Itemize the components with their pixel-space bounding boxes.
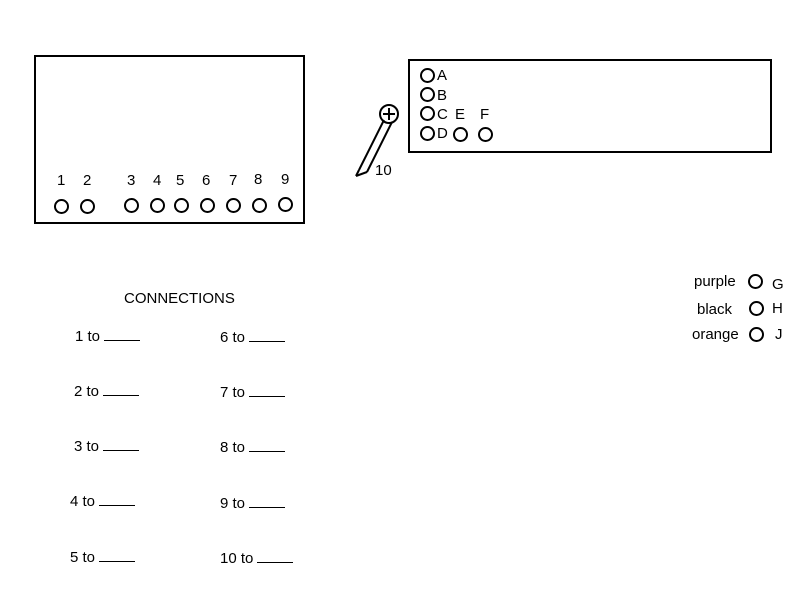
connection-answer-6[interactable] (249, 329, 286, 342)
terminal-label-a: A (437, 67, 448, 84)
connection-row-1: 1 to (75, 328, 141, 345)
terminal-label-4: 4 (153, 172, 162, 189)
terminal-b-circle[interactable] (420, 87, 435, 102)
connection-row-6: 6 to (220, 329, 286, 346)
connection-answer-4[interactable] (99, 493, 136, 506)
probe-label: 10 (375, 162, 392, 179)
terminal-label-9: 9 (281, 171, 290, 188)
connection-row-2: 2 to (74, 383, 140, 400)
connection-row-4: 4 to (70, 493, 136, 510)
terminal-8-circle[interactable] (252, 198, 267, 213)
terminal-c-circle[interactable] (420, 106, 435, 121)
probe-icon[interactable] (355, 104, 399, 177)
terminal-label-c: C (437, 106, 448, 123)
connection-row-9: 9 to (220, 495, 286, 512)
terminal-1-circle[interactable] (54, 199, 69, 214)
connection-label-7: 7 to (220, 384, 246, 401)
terminal-3-circle[interactable] (124, 198, 139, 213)
connection-label-9: 9 to (220, 495, 246, 512)
terminal-g-circle[interactable] (748, 274, 763, 289)
connection-answer-9[interactable] (249, 495, 286, 508)
connection-row-3: 3 to (74, 438, 140, 455)
terminal-label-7: 7 (229, 172, 238, 189)
terminal-a-circle[interactable] (420, 68, 435, 83)
terminal-label-g: G (772, 276, 784, 293)
terminal-label-h: H (772, 300, 783, 317)
connection-label-3: 3 to (74, 438, 100, 455)
connection-label-6: 6 to (220, 329, 246, 346)
terminal-label-e: E (455, 106, 466, 123)
terminal-7-circle[interactable] (226, 198, 241, 213)
terminal-label-2: 2 (83, 172, 92, 189)
terminal-label-3: 3 (127, 172, 136, 189)
connection-row-7: 7 to (220, 384, 286, 401)
connection-answer-7[interactable] (249, 384, 286, 397)
terminal-5-circle[interactable] (174, 198, 189, 213)
connection-answer-8[interactable] (249, 439, 286, 452)
terminal-label-d: D (437, 125, 448, 142)
terminal-9-circle[interactable] (278, 197, 293, 212)
terminal-label-f: F (480, 106, 490, 123)
terminal-f-circle[interactable] (478, 127, 493, 142)
connection-row-10: 10 to (220, 550, 294, 567)
terminal-d-circle[interactable] (420, 126, 435, 141)
terminal-label-1: 1 (57, 172, 66, 189)
connection-answer-10[interactable] (257, 550, 294, 563)
terminal-4-circle[interactable] (150, 198, 165, 213)
connection-label-4: 4 to (70, 493, 96, 510)
left-terminal-box (34, 55, 305, 224)
terminal-j-circle[interactable] (749, 327, 764, 342)
right-terminal-box (408, 59, 772, 153)
wire-color-black: black (697, 301, 733, 318)
connection-answer-2[interactable] (103, 383, 140, 396)
terminal-e-circle[interactable] (453, 127, 468, 142)
connection-answer-5[interactable] (99, 549, 136, 562)
connection-row-5: 5 to (70, 549, 136, 566)
connection-label-5: 5 to (70, 549, 96, 566)
wire-color-purple: purple (694, 273, 736, 290)
terminal-label-6: 6 (202, 172, 211, 189)
connection-label-10: 10 to (220, 550, 254, 567)
connection-label-1: 1 to (75, 328, 101, 345)
terminal-h-circle[interactable] (749, 301, 764, 316)
wire-color-orange: orange (692, 326, 739, 343)
terminal-6-circle[interactable] (200, 198, 215, 213)
terminal-label-b: B (437, 87, 448, 104)
terminal-label-5: 5 (176, 172, 185, 189)
connection-row-8: 8 to (220, 439, 286, 456)
connection-label-8: 8 to (220, 439, 246, 456)
terminal-label-j: J (775, 326, 783, 343)
connections-title: CONNECTIONS (124, 290, 235, 307)
terminal-2-circle[interactable] (80, 199, 95, 214)
connection-label-2: 2 to (74, 383, 100, 400)
connection-answer-1[interactable] (104, 328, 141, 341)
terminal-label-8: 8 (254, 171, 263, 188)
connection-answer-3[interactable] (103, 438, 140, 451)
